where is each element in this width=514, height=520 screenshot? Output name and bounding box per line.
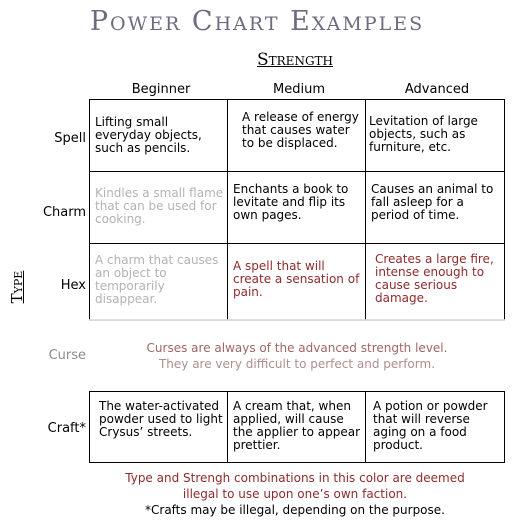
column-header-advanced: Advanced (404, 82, 470, 97)
row-header-craft: Craft* (47, 421, 86, 436)
crafts-footnote: *Crafts may be illegal, depending on the… (145, 503, 445, 517)
curse-note-line-1: Curses are always of the advanced streng… (146, 341, 448, 355)
cell-charm-beginner: Kindles a small flame that can be used f… (89, 171, 229, 245)
cell-spell-medium: A release of energy that causes water to… (227, 99, 367, 173)
page-title: Power Chart Examples (89, 6, 425, 37)
column-header-beginner: Beginner (131, 82, 191, 97)
curse-note-band: Curses are always of the advanced streng… (89, 319, 505, 393)
cell-hex-advanced: Creates a large fire, intense enough to … (365, 243, 505, 321)
row-header-curse: Curse (48, 348, 86, 363)
cell-hex-medium: A spell that will create a sensation of … (227, 243, 367, 321)
row-header-hex: Hex (60, 278, 86, 293)
power-chart-grid: Lifting small everyday objects, such as … (89, 99, 505, 463)
illegal-color-footnote: Type and Strengh combinations in this co… (0, 470, 514, 502)
curse-note-line-2: They are very difficult to perfect and p… (158, 357, 436, 371)
cell-spell-beginner: Lifting small everyday objects, such as … (89, 99, 229, 173)
cell-charm-medium: Enchants a book to levitate and flip its… (227, 171, 367, 245)
illegal-footnote-line-1: Type and Strengh combinations in this co… (125, 471, 465, 485)
cell-craft-beginner: The water-activated powder used to light… (89, 391, 229, 463)
row-header-charm: Charm (42, 205, 86, 220)
cell-spell-advanced: Levitation of large objects, such as fur… (365, 99, 505, 173)
cell-charm-advanced: Causes an animal to fall asleep for a pe… (365, 171, 505, 245)
cell-craft-advanced: A potion or powder that will reverse agi… (365, 391, 505, 463)
strength-heading: Strength (257, 50, 333, 70)
column-header-medium: Medium (273, 82, 325, 97)
cell-craft-medium: A cream that, when applied, will cause t… (227, 391, 367, 463)
cell-hex-beginner: A charm that causes an object to tempora… (89, 243, 229, 321)
row-header-spell: Spell (54, 131, 86, 146)
illegal-footnote-line-2: illegal to use upon one’s own faction. (182, 487, 408, 501)
